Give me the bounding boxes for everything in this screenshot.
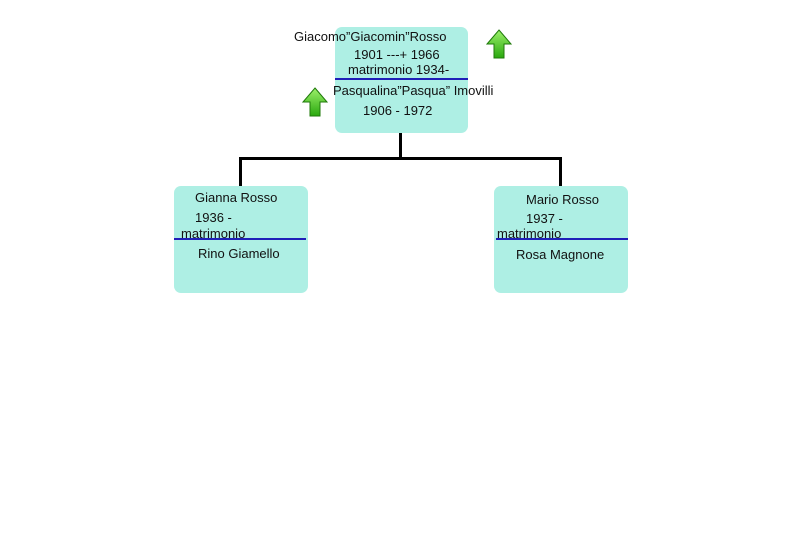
child-separator <box>496 238 628 240</box>
child-name: Mario Rosso <box>526 192 599 207</box>
root-years: 1901 ---+ 1966 <box>354 47 440 62</box>
child-name: Gianna Rosso <box>195 190 278 205</box>
up-arrow-icon[interactable] <box>486 29 512 59</box>
child-marriage: matrimonio <box>497 226 562 241</box>
root-down-connector <box>399 131 402 159</box>
child-separator <box>174 238 306 240</box>
right-child-connector <box>559 157 562 187</box>
root-spouse-years: 1906 - 1972 <box>363 103 433 118</box>
child-years: 1936 - <box>195 210 232 225</box>
root-marriage: matrimonio 1934- <box>348 62 450 77</box>
up-arrow-icon[interactable] <box>302 87 328 117</box>
child-spouse: Rosa Magnone <box>516 247 605 262</box>
root-node[interactable] <box>335 27 468 133</box>
left-child-connector <box>239 157 242 187</box>
root-spouse: Pasqualina”Pasqua” Imovilli <box>333 83 494 98</box>
root-separator <box>335 78 468 80</box>
sibling-horizontal-connector <box>239 157 562 160</box>
child-marriage: matrimonio <box>181 226 246 241</box>
child-spouse: Rino Giamello <box>198 246 280 261</box>
root-name: Giacomo”Giacomin”Rosso <box>294 29 447 44</box>
child-years: 1937 - <box>526 211 563 226</box>
